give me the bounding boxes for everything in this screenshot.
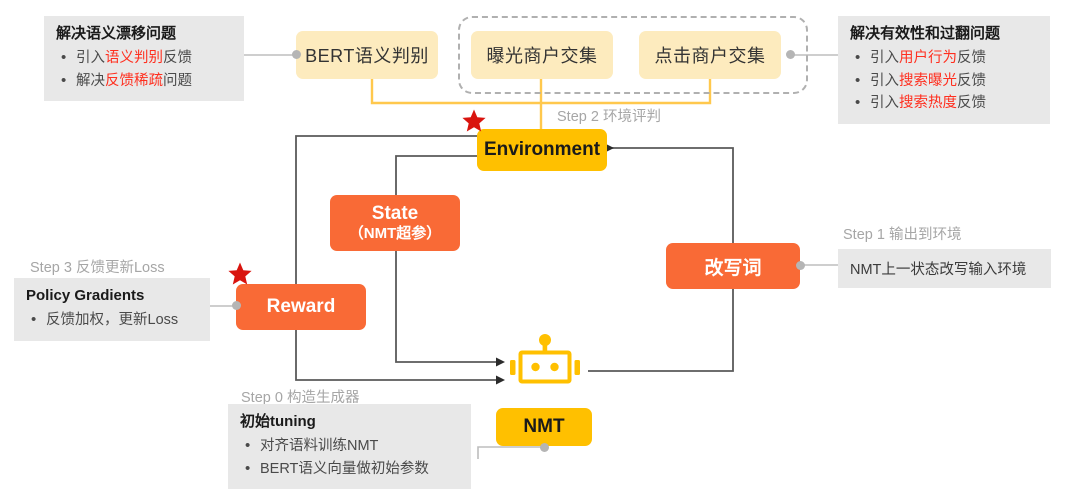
panel-list: 对齐语料训练NMTBERT语义向量做初始参数 bbox=[240, 434, 459, 481]
panel-effectiveness: 解决有效性和过翻问题 引入用户行为反馈引入搜索曝光反馈引入搜索热度反馈 bbox=[838, 16, 1050, 124]
robot-icon bbox=[506, 334, 584, 388]
node-environment[interactable]: Environment bbox=[477, 129, 607, 171]
node-reward[interactable]: Reward bbox=[236, 284, 366, 330]
node-label: 改写词 bbox=[704, 257, 762, 279]
panel-list-item: 对齐语料训练NMT bbox=[240, 434, 459, 458]
panel-list: 引入语义判别反馈解决反馈稀疏问题 bbox=[56, 46, 232, 93]
node-click-merchant-intersection[interactable]: 点击商户交集 bbox=[639, 31, 781, 79]
step-label-0: Step 0 构造生成器 bbox=[241, 390, 360, 406]
panel-semantic-drift: 解决语义漂移问题 引入语义判别反馈解决反馈稀疏问题 bbox=[44, 16, 244, 102]
node-state[interactable]: State （NMT超参） bbox=[330, 195, 460, 251]
connector-dot bbox=[786, 50, 795, 59]
step-label-3: Step 3 反馈更新Loss bbox=[30, 260, 165, 276]
node-label: 曝光商户交集 bbox=[486, 46, 598, 66]
connector-dot bbox=[540, 443, 549, 452]
connector-dot bbox=[232, 301, 241, 310]
node-sublabel: （NMT超参） bbox=[348, 225, 442, 243]
connector-dot bbox=[292, 50, 301, 59]
panel-list-item: 引入用户行为反馈 bbox=[850, 46, 1038, 70]
panel-list-item: 引入语义判别反馈 bbox=[56, 46, 232, 70]
panel-list-item: 解决反馈稀疏问题 bbox=[56, 69, 232, 93]
panel-title: 初始tuning bbox=[240, 413, 316, 430]
node-label: BERT语义判别 bbox=[305, 46, 429, 66]
step-label-2: Step 2 环境评判 bbox=[557, 109, 661, 125]
panel-note-text: NMT上一状态改写输入环境 bbox=[850, 262, 1027, 278]
node-label: Reward bbox=[266, 296, 336, 317]
panel-title: 解决有效性和过翻问题 bbox=[850, 25, 1001, 42]
panel-list-item: 引入搜索曝光反馈 bbox=[850, 69, 1038, 93]
node-label: State bbox=[371, 202, 419, 224]
intersection-group-dashed-border bbox=[458, 16, 808, 94]
node-rewrite-word[interactable]: 改写词 bbox=[666, 243, 800, 289]
panel-initial-tuning: 初始tuning 对齐语料训练NMTBERT语义向量做初始参数 bbox=[228, 404, 471, 490]
panel-title: 解决语义漂移问题 bbox=[56, 25, 177, 42]
panel-policy-gradients: Policy Gradients 反馈加权，更新Loss bbox=[14, 278, 210, 341]
red-star-icon bbox=[227, 261, 253, 287]
panel-list-item: 反馈加权，更新Loss bbox=[26, 308, 198, 332]
node-exposure-merchant-intersection[interactable]: 曝光商户交集 bbox=[471, 31, 613, 79]
node-label: Environment bbox=[483, 139, 601, 160]
panel-list: 反馈加权，更新Loss bbox=[26, 308, 198, 332]
panel-list: 引入用户行为反馈引入搜索曝光反馈引入搜索热度反馈 bbox=[850, 46, 1038, 115]
connector-dot bbox=[796, 261, 805, 270]
panel-list-item: 引入搜索热度反馈 bbox=[850, 91, 1038, 115]
step-label-1: Step 1 输出到环境 bbox=[843, 227, 962, 243]
node-bert-semantic-discriminator[interactable]: BERT语义判别 bbox=[296, 31, 438, 79]
panel-title: Policy Gradients bbox=[26, 287, 145, 304]
panel-step1-note: NMT上一状态改写输入环境 bbox=[838, 249, 1051, 288]
node-nmt[interactable]: NMT bbox=[496, 408, 592, 446]
node-label: 点击商户交集 bbox=[654, 46, 766, 66]
node-label: NMT bbox=[523, 416, 565, 437]
red-star-icon bbox=[461, 108, 487, 134]
panel-list-item: BERT语义向量做初始参数 bbox=[240, 457, 459, 481]
